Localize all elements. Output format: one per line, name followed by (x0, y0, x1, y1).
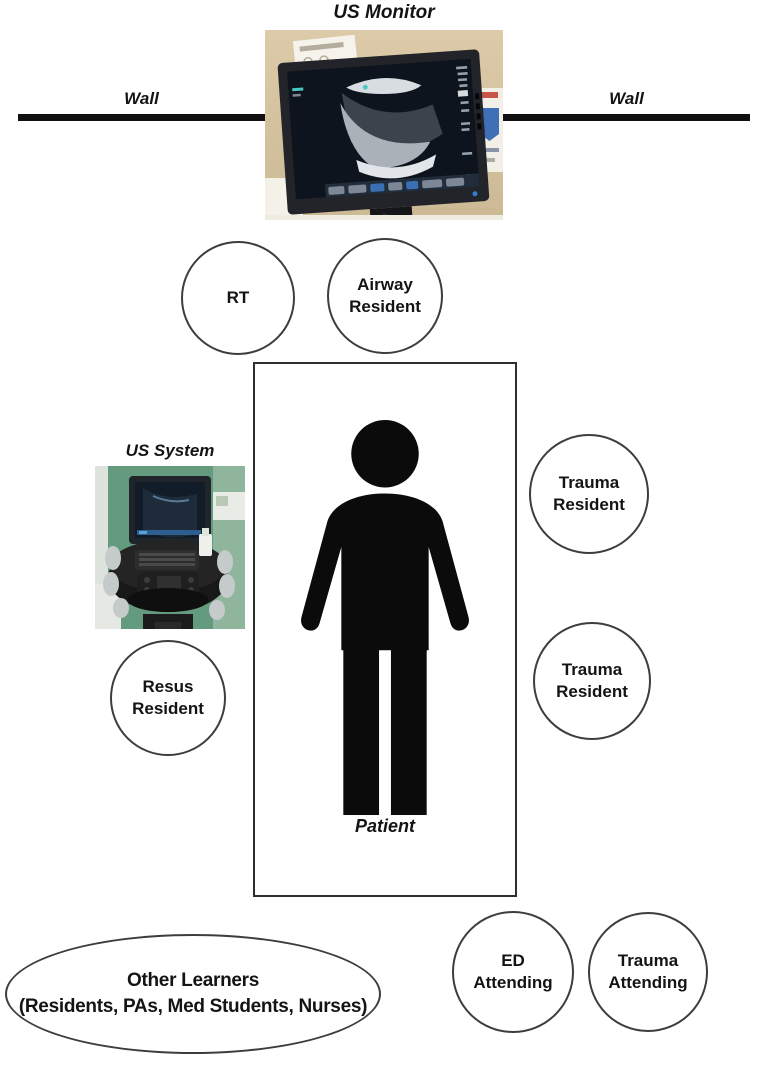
role-circle-trauma-resident-lower: Trauma Resident (533, 622, 651, 740)
other-learners-line1: Other Learners (126, 970, 260, 992)
patient-bed-box: Patient (253, 362, 517, 897)
other-learners-oval: Other Learners (Residents, PAs, Med Stud… (5, 934, 381, 1054)
role-label-line1: RT (226, 287, 250, 307)
role-circle-trauma-resident-upper: Trauma Resident (529, 434, 649, 554)
role-label-line1: Trauma (561, 659, 623, 679)
role-label-line1: Trauma (617, 950, 679, 970)
other-learners-line2: (Residents, PAs, Med Students, Nurses) (18, 996, 368, 1017)
wall-line-right (502, 114, 750, 121)
patient-label: Patient (354, 816, 415, 836)
wall-line-left (18, 114, 266, 121)
role-label-line2: Attending (608, 973, 688, 992)
role-label-line2: Resident (553, 495, 625, 514)
role-label-line1: Resus (142, 676, 194, 696)
us-monitor-label: US Monitor (333, 2, 435, 23)
role-label-line1: ED (501, 950, 525, 970)
role-circle-resus-resident: Resus Resident (110, 640, 226, 756)
wall-left-label: Wall (124, 89, 159, 108)
role-label-line2: Attending (473, 973, 553, 992)
role-circle-rt: RT (181, 241, 295, 355)
wall-right-label: Wall (609, 89, 644, 108)
us-monitor-photo-icon (265, 30, 503, 220)
role-circle-ed-attending: ED Attending (452, 911, 574, 1033)
role-label-line2: Resident (556, 682, 628, 701)
role-label-line1: Airway (357, 274, 413, 294)
us-system-photo-icon (95, 466, 245, 629)
patient-silhouette-icon (301, 420, 469, 816)
role-circle-trauma-attending: Trauma Attending (588, 912, 708, 1032)
role-label-line1: Trauma (558, 472, 620, 492)
us-system-label: US System (125, 441, 215, 460)
role-circle-airway-resident: Airway Resident (327, 238, 443, 354)
role-label-line2: Resident (132, 699, 204, 718)
role-label-line2: Resident (349, 297, 421, 316)
